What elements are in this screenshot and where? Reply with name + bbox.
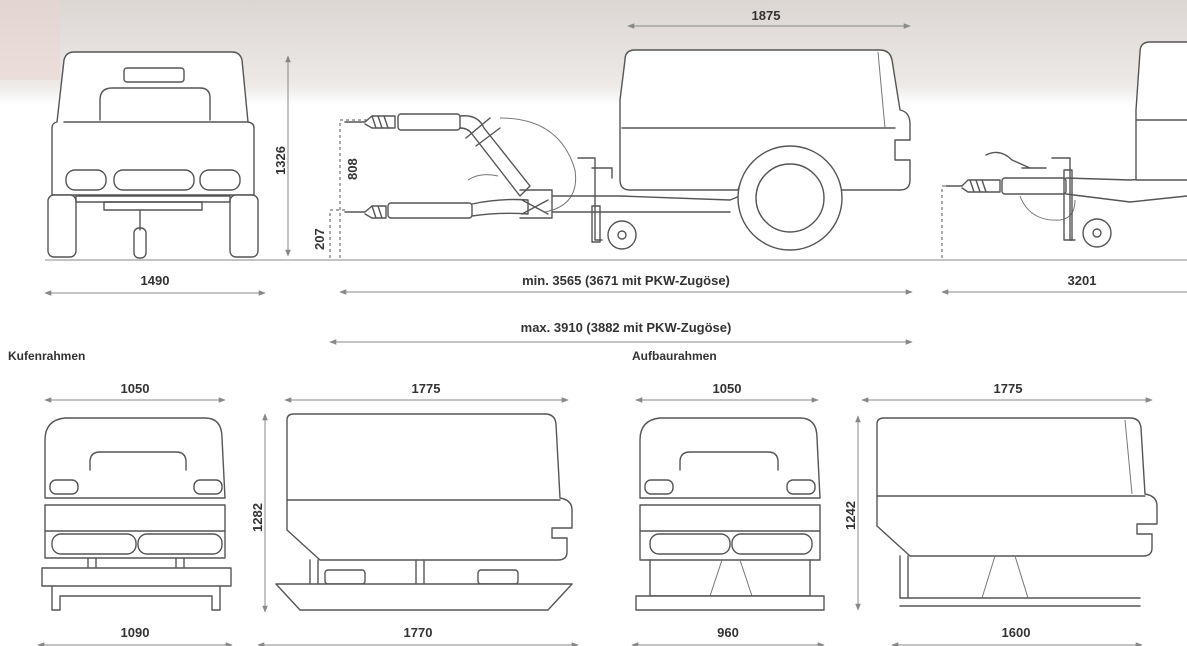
drawbar-low-label: 207 — [312, 228, 327, 250]
skid-front-bottom-label: 1090 — [121, 625, 150, 640]
body-height-label: 1242 — [843, 501, 858, 530]
vehicle-side-view-short — [941, 41, 1187, 258]
body-front-top-label: 1050 — [713, 381, 742, 396]
length-max-label: max. 3910 (3882 mit PKW-Zugöse) — [521, 320, 732, 335]
vehicle-width-label: 1490 — [141, 273, 170, 288]
skid-height-label: 1282 — [250, 503, 265, 532]
body-side-bottom-label: 1600 — [1002, 625, 1031, 640]
vehicle-side-view — [329, 49, 911, 258]
skid-frame-side-view — [275, 413, 573, 611]
body-length-label: 1875 — [752, 8, 781, 23]
skid-frame-front-view — [41, 417, 232, 611]
body-frame-front-view — [635, 417, 825, 611]
drawbar-high-label: 808 — [345, 158, 360, 180]
length-right-label: 3201 — [1068, 273, 1097, 288]
body-frame-side-view — [876, 417, 1158, 607]
skid-front-top-label: 1050 — [121, 381, 150, 396]
vehicle-height-label: 1326 — [273, 146, 288, 175]
section-title-aufbaurahmen: Aufbaurahmen — [632, 349, 717, 363]
body-side-top-label: 1775 — [994, 381, 1023, 396]
background-band-tint — [0, 0, 60, 80]
length-min-label: min. 3565 (3671 mit PKW-Zugöse) — [522, 273, 730, 288]
skid-side-top-label: 1775 — [412, 381, 441, 396]
body-front-bottom-label: 960 — [717, 625, 739, 640]
vehicle-front-view — [47, 51, 259, 259]
section-title-kufenrahmen: Kufenrahmen — [8, 349, 85, 363]
skid-side-bottom-label: 1770 — [404, 625, 433, 640]
